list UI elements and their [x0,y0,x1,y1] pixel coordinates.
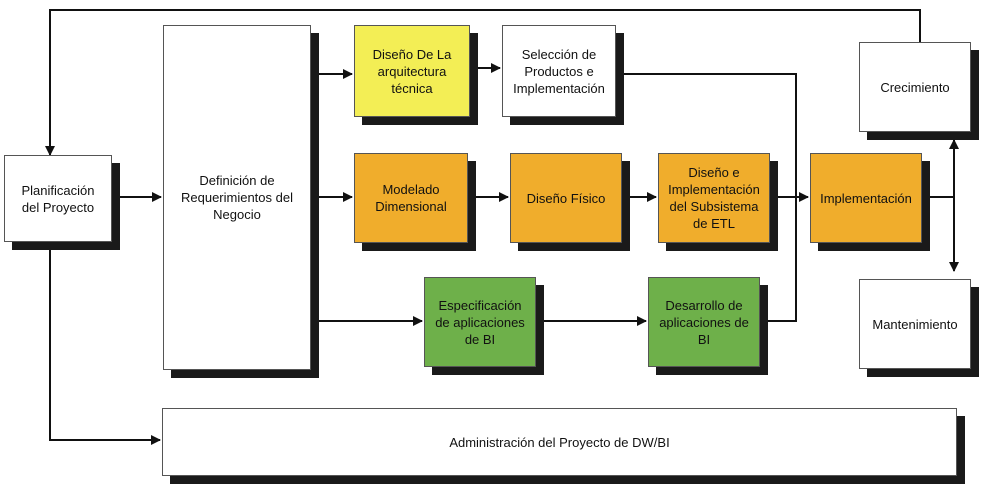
desarrollo-implementacion-line [762,197,797,322]
definicion-node: Definición de Requerimientos del Negocio [163,25,311,370]
etl-label: Diseño e Implementación del Subsistema d… [668,165,760,231]
desarrollo-node: Desarrollo de aplicaciones de BI [648,277,760,367]
definicion-label: Definición de Requerimientos del Negocio [180,173,293,222]
crecimiento-label: Crecimiento [880,79,950,95]
planning-admin-arrow [49,242,161,445]
mantenimiento-label: Mantenimiento [872,316,958,332]
etl-node: Diseño e Implementación del Subsistema d… [658,153,770,243]
modelado-node: Modelado Dimensional [354,153,468,243]
diseno-fisico-node: Diseño Físico [510,153,622,243]
planificacion-label: Planificación del Proyecto [21,182,95,215]
desarrollo-label: Desarrollo de aplicaciones de BI [659,297,749,347]
seleccion-node: Selección de Productos e Implementación [502,25,616,117]
seleccion-label: Selección de Productos e Implementación [513,46,605,96]
diseno-fisico-label: Diseño Físico [526,190,606,206]
modelado-label: Modelado Dimensional [375,182,447,214]
especificacion-node: Especificación de aplicaciones de BI [424,277,536,367]
administracion-label: Administración del Proyecto de DW/BI [449,434,670,450]
especificacion-label: Especificación de aplicaciones de BI [435,297,525,347]
feedback-arrow [45,9,921,156]
seleccion-implementacion-line [620,73,797,197]
implementacion-label: Implementación [820,190,912,206]
implementacion-node: Implementación [810,153,922,243]
administracion-node: Administración del Proyecto de DW/BI [162,408,957,476]
crecimiento-node: Crecimiento [859,42,971,132]
arquitectura-label: Diseño De La arquitectura técnica [372,46,452,96]
planificacion-node: Planificación del Proyecto [4,155,112,242]
arquitectura-node: Diseño De La arquitectura técnica [354,25,470,117]
mantenimiento-node: Mantenimiento [859,279,971,369]
